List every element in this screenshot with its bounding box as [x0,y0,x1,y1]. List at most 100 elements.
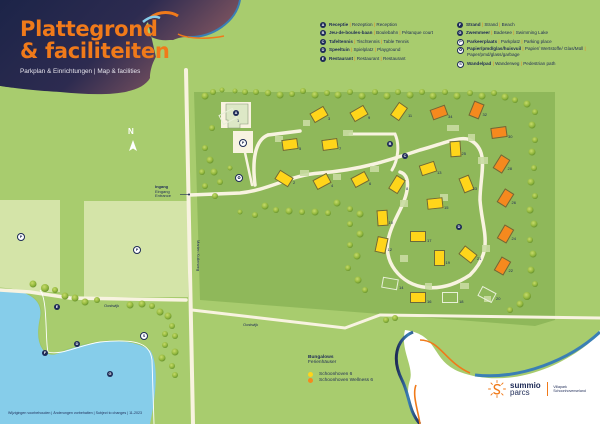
bungalow-number: 26 [511,200,516,205]
header: Plattegrond & faciliteiten Parkplan & Ei… [20,18,170,75]
bungalow-number: 13 [437,170,442,175]
bungalow-number: 30 [508,134,513,139]
yellow-dot-icon [308,372,313,377]
facility-marker-e[interactable]: E [54,304,60,310]
bungalow-number: 34 [448,114,453,119]
header-blob [0,0,240,95]
pedestrian-path-marker-icon[interactable]: S [140,332,148,340]
logo-blob [403,330,600,424]
page-title-line2: & faciliteiten [20,39,170,63]
bungalow-16[interactable] [410,291,426,303]
facility-marker-b[interactable]: B [387,141,393,147]
road-marten-kuilerweg [184,68,195,424]
bungalow-25[interactable] [448,140,462,158]
badge-d-icon: D [320,47,326,54]
bungalow-number: 5 [299,146,302,151]
bungalow-number: 32 [482,112,487,117]
bungalow-18[interactable] [442,291,458,303]
bungalow-number: 14 [399,285,404,290]
lake [0,288,156,424]
bungalow-10[interactable] [375,209,389,227]
parking-marker-icon[interactable]: P [133,246,141,254]
page-subtitle: Parkplan & Einrichtungen | Map & facilit… [20,68,141,75]
bungalow-number: 24 [511,236,516,241]
bungalow-number: 6 [369,181,372,186]
bungalow-15[interactable] [426,196,444,210]
reception-building [225,103,249,129]
facility-marker-g[interactable]: G [107,371,113,377]
badge-a-icon: A [320,22,326,28]
north-arrow [129,140,137,151]
recycle-marker-icon[interactable]: ♻ [235,174,243,182]
bungalow-30[interactable] [490,125,508,139]
bungalow-legend-item-wellness: Schoonhoven Wellness 6 [308,378,373,383]
road-label-oostwijk-east: Oostwijk [243,322,259,327]
bungalow-number: 1 [237,118,240,123]
bungalow-number: 2 [293,180,296,185]
bungalow-number: 15 [444,205,449,210]
bungalow-5[interactable] [281,137,299,151]
badge-b-icon: B [320,30,326,37]
bungalow-number: 17 [427,238,432,243]
bungalow-number: 21 [477,256,482,261]
bungalow-number: 3 [328,116,331,121]
north-label: N [128,127,134,136]
bungalow-legend-item-standard: Schoonhoven 6 [308,372,373,377]
disclaimer-footnote: Wijzigingen voorbehouden | Änderungen vo… [8,411,142,415]
road-label-marten-kuilerweg: Marten Kuilerweg [196,240,201,272]
badge-f-icon: F [457,22,463,28]
walking-path [39,289,155,424]
bungalow-number: 18 [459,299,464,304]
road-label-oostwijk-west: Oostwijk [104,303,120,308]
facility-marker-a[interactable]: A [233,110,239,116]
pedestrian-path-icon: S [457,61,464,69]
park-name: Villapark Schoonhovenseland [553,384,586,393]
bungalow-17[interactable] [410,230,426,242]
bungalow-number: 19 [445,260,450,265]
bungalow-number: 11 [408,113,413,118]
facility-marker-d[interactable]: D [456,224,462,230]
bungalow-legend: Bungalows Ferienhäuser Schoonhoven 6 Sch… [308,355,373,383]
badge-c-icon: C [320,38,326,45]
bungalow-number: 28 [507,166,512,171]
bungalow-number: 12 [387,247,392,252]
parking-marker-icon[interactable]: P [17,233,25,241]
badge-g-icon: G [457,30,463,37]
bungalow-number: 20 [496,296,501,301]
bungalow-number: 16 [427,299,432,304]
facility-marker-c[interactable]: C [402,153,408,159]
facility-marker-d[interactable]: D [74,341,80,347]
bungalow-number: 7 [339,146,342,151]
entrance-road [188,137,487,290]
road-oostwijk-east [190,308,600,330]
bungalow-legend-subtitle: Ferienhäuser [308,360,337,365]
road-oostwijk-left [0,288,188,302]
bungalow-number: 4 [331,183,334,188]
bungalow-number: 8 [406,186,409,191]
bungalow-14[interactable] [381,276,399,290]
badge-e-icon: E [320,55,326,62]
orange-dot-icon [308,378,313,383]
brand-name: summio parcs [510,381,541,397]
parking-icon: P [457,38,464,46]
parking-field-west [0,200,60,292]
recycle-bin-icon: ♻ [457,47,464,55]
facility-marker-f[interactable]: F [42,350,48,356]
bungalow-19[interactable] [433,250,445,266]
parking-marker-icon[interactable]: P [239,139,247,147]
trees [29,87,538,378]
bungalow-7[interactable] [321,137,339,151]
bungalow-number: 22 [508,268,513,273]
